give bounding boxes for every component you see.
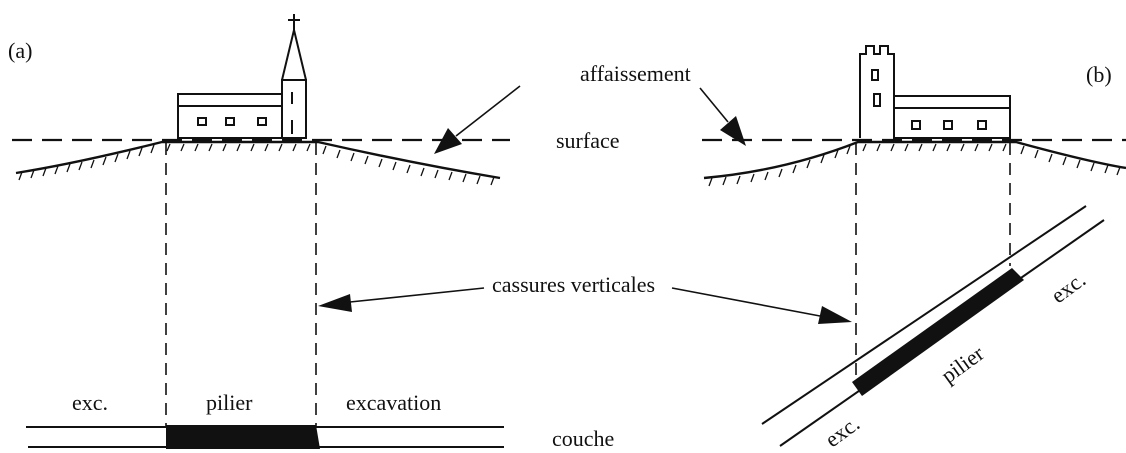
surface-label: surface	[556, 128, 620, 153]
pillar-a	[166, 425, 320, 449]
crack-arrow-left	[318, 287, 485, 312]
subsidence-label: affaissement	[580, 61, 691, 86]
ground-profile-b	[703, 140, 1126, 180]
panel-a-tag: (a)	[8, 38, 32, 63]
panel-a: (a) exc. pilier excavation	[8, 14, 510, 449]
exc-label-a: exc.	[72, 390, 108, 415]
seam-line-b-upper	[761, 205, 1087, 425]
castle-icon	[859, 45, 1011, 139]
panel-b: (b) exc. pilier exc.	[702, 45, 1126, 452]
pillar-label-b: pilier	[936, 340, 989, 388]
church-icon	[177, 14, 307, 139]
pillar-label-a: pilier	[206, 390, 253, 415]
exc-label-b-lower: exc.	[820, 411, 864, 452]
seam-label: couche	[552, 426, 614, 451]
panel-b-tag: (b)	[1086, 62, 1112, 87]
subsidence-arrow-right	[699, 87, 746, 146]
ground-hatch-b	[708, 143, 1121, 187]
ground-profile-a	[15, 140, 501, 180]
crack-arrow-right	[671, 287, 852, 324]
vertical-cracks-label: cassures verticales	[492, 272, 655, 297]
excavation-label-a: excavation	[346, 390, 441, 415]
exc-label-b-upper: exc.	[1046, 267, 1090, 308]
subsidence-arrow-left	[434, 85, 521, 154]
pillar-b	[852, 268, 1024, 396]
ground-hatch-a	[18, 143, 495, 186]
